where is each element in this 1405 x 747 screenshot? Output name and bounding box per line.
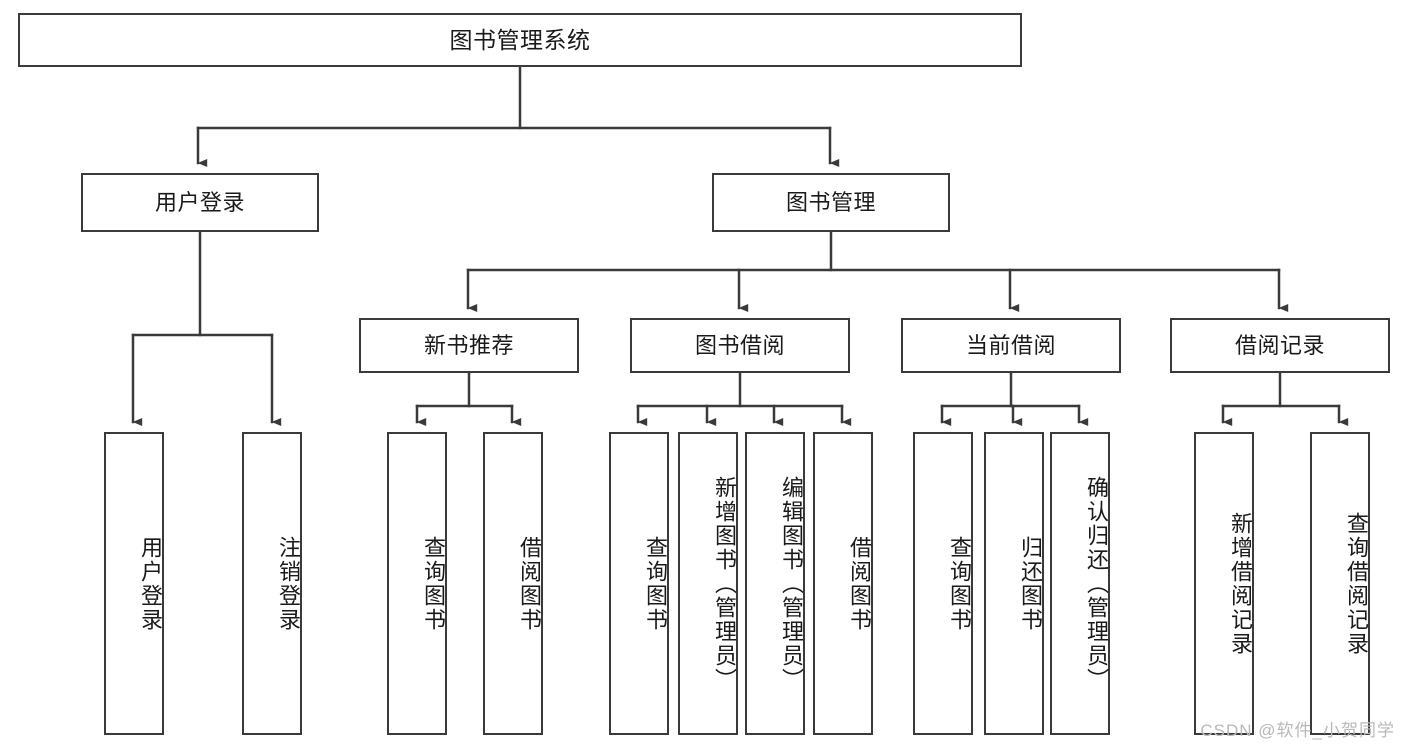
node-borrow-record[interactable]: 借阅记录	[1170, 318, 1390, 373]
node-user-login-label: 用户登录	[154, 189, 245, 215]
node-current-borrow-label: 当前借阅	[965, 332, 1056, 358]
node-leaf-add-book[interactable]: 新增图书（管理员）	[678, 432, 738, 735]
node-book-manage[interactable]: 图书管理	[712, 173, 950, 232]
node-leaf-return-book[interactable]: 归还图书	[984, 432, 1044, 735]
node-new-book-recommend-label: 新书推荐	[423, 332, 514, 358]
node-leaf-confirm-return[interactable]: 确认归还（管理员）	[1050, 432, 1110, 735]
node-leaf-borrow-book-2[interactable]: 借阅图书	[813, 432, 873, 735]
node-leaf-add-book-label: 新增图书（管理员）	[712, 475, 737, 692]
node-leaf-edit-book-label: 编辑图书（管理员）	[779, 475, 804, 692]
node-leaf-query-record[interactable]: 查询借阅记录	[1310, 432, 1370, 735]
node-book-manage-label: 图书管理	[785, 189, 876, 215]
node-leaf-add-record-label: 新增借阅记录	[1228, 511, 1253, 656]
node-current-borrow[interactable]: 当前借阅	[901, 318, 1121, 373]
node-leaf-query-book-3-label: 查询图书	[947, 535, 972, 632]
node-leaf-query-book-1-label: 查询图书	[421, 535, 446, 632]
watermark: CSDN @软件_小贺同学	[1200, 721, 1395, 740]
node-user-login[interactable]: 用户登录	[81, 173, 319, 232]
node-leaf-add-record[interactable]: 新增借阅记录	[1194, 432, 1254, 735]
node-leaf-edit-book[interactable]: 编辑图书（管理员）	[745, 432, 805, 735]
node-leaf-user-login[interactable]: 用户登录	[104, 432, 164, 735]
node-leaf-borrow-book-1[interactable]: 借阅图书	[483, 432, 543, 735]
node-leaf-logout[interactable]: 注销登录	[242, 432, 302, 735]
node-leaf-return-book-label: 归还图书	[1018, 535, 1043, 632]
node-leaf-query-book-2[interactable]: 查询图书	[609, 432, 669, 735]
node-leaf-borrow-book-1-label: 借阅图书	[517, 535, 542, 632]
node-leaf-query-book-3[interactable]: 查询图书	[913, 432, 973, 735]
node-leaf-user-login-label: 用户登录	[138, 535, 163, 632]
node-leaf-query-book-1[interactable]: 查询图书	[387, 432, 447, 735]
node-borrow-record-label: 借阅记录	[1234, 332, 1325, 358]
node-leaf-query-book-2-label: 查询图书	[643, 535, 668, 632]
node-book-borrow-label: 图书借阅	[694, 332, 785, 358]
node-leaf-query-record-label: 查询借阅记录	[1344, 511, 1369, 656]
node-leaf-logout-label: 注销登录	[276, 535, 301, 632]
node-root[interactable]: 图书管理系统	[18, 13, 1022, 67]
node-new-book-recommend[interactable]: 新书推荐	[359, 318, 579, 373]
node-root-label: 图书管理系统	[449, 26, 591, 53]
node-leaf-confirm-return-label: 确认归还（管理员）	[1084, 475, 1109, 692]
node-book-borrow[interactable]: 图书借阅	[630, 318, 850, 373]
node-leaf-borrow-book-2-label: 借阅图书	[847, 535, 872, 632]
